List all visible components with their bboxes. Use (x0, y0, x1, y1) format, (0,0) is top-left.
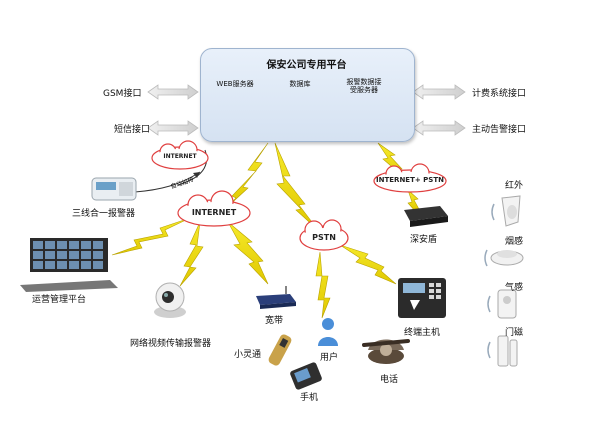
ops-platform-label: 运营管理平台 (32, 295, 87, 305)
internet-pstn-label: INTERNET+ PSTN (376, 176, 444, 184)
bolt-internet-ops (111, 217, 191, 256)
billing-interface-label: 计费系统接口 (472, 89, 527, 99)
terminal-host-label: 终端主机 (404, 328, 441, 338)
network-camera-icon (154, 282, 186, 318)
user-icon (318, 318, 338, 346)
internet-small-cloud (151, 140, 209, 170)
alert-arrow (412, 120, 466, 136)
video-alarm-label: 网络视频传输报警器 (130, 339, 212, 349)
infrared-label: 红外 (505, 181, 524, 191)
billing-arrow (412, 84, 466, 100)
broadband-router-icon (256, 286, 296, 309)
xiaolingtong-label: 小灵通 (234, 350, 262, 360)
platform-panel (200, 48, 415, 142)
smoke-label: 烟感 (505, 237, 524, 247)
sms-interface-label: 短信接口 (114, 125, 151, 135)
gsm-arrow (147, 84, 199, 100)
pstn-label: PSTN (312, 233, 336, 242)
infrared-sensor-icon (491, 195, 521, 227)
shenanbao-label: 深安盾 (410, 235, 438, 245)
database-label: 数据库 (289, 80, 311, 88)
pstn-cloud (299, 219, 349, 251)
alarm-receiver-server-label: 报警数据接受服务器 (346, 78, 382, 94)
alarm3in1-label: 三线合一报警器 (72, 209, 136, 219)
landline-phone-icon (362, 339, 410, 364)
internet-main-cloud (177, 190, 251, 227)
sms-arrow (147, 120, 199, 136)
user-label: 用户 (320, 353, 339, 363)
gas-label: 气感 (505, 283, 524, 293)
xiaolingtong-phone-icon (268, 334, 292, 366)
terminal-host-icon (398, 278, 446, 318)
smoke-sensor-icon (484, 249, 524, 267)
mobile-phone-icon (290, 362, 322, 390)
auto-dial-arrowhead (193, 172, 200, 178)
platform-title: 保安公司专用平台 (266, 60, 347, 71)
shenan-box-icon (404, 206, 448, 227)
gsm-interface-label: GSM接口 (103, 89, 142, 99)
internet-small-label: INTERNET (163, 153, 197, 160)
door-sensor-icon (487, 335, 518, 367)
bolt-pstn-terminal (339, 244, 397, 285)
gas-sensor-icon (487, 289, 517, 319)
alert-interface-label: 主动告警接口 (472, 125, 527, 135)
bolt-internet-video (179, 221, 204, 287)
bolt-pstn-user (315, 251, 331, 319)
auto-dial-arrow (134, 171, 201, 193)
three-in-one-alarm-icon (91, 177, 137, 201)
internet-main-label: INTERNET (191, 208, 237, 217)
web-server-label: WEB服务器 (216, 80, 254, 88)
bolt-internet-broadband (227, 221, 269, 285)
phone-label: 电话 (380, 375, 399, 385)
broadband-label: 宽带 (265, 316, 284, 326)
bolt-platform-pstn (274, 142, 319, 231)
internet-pstn-cloud (373, 163, 447, 193)
ops-platform-icon (20, 238, 118, 292)
mobile-label: 手机 (300, 393, 319, 403)
door-label: 门磁 (505, 328, 524, 338)
